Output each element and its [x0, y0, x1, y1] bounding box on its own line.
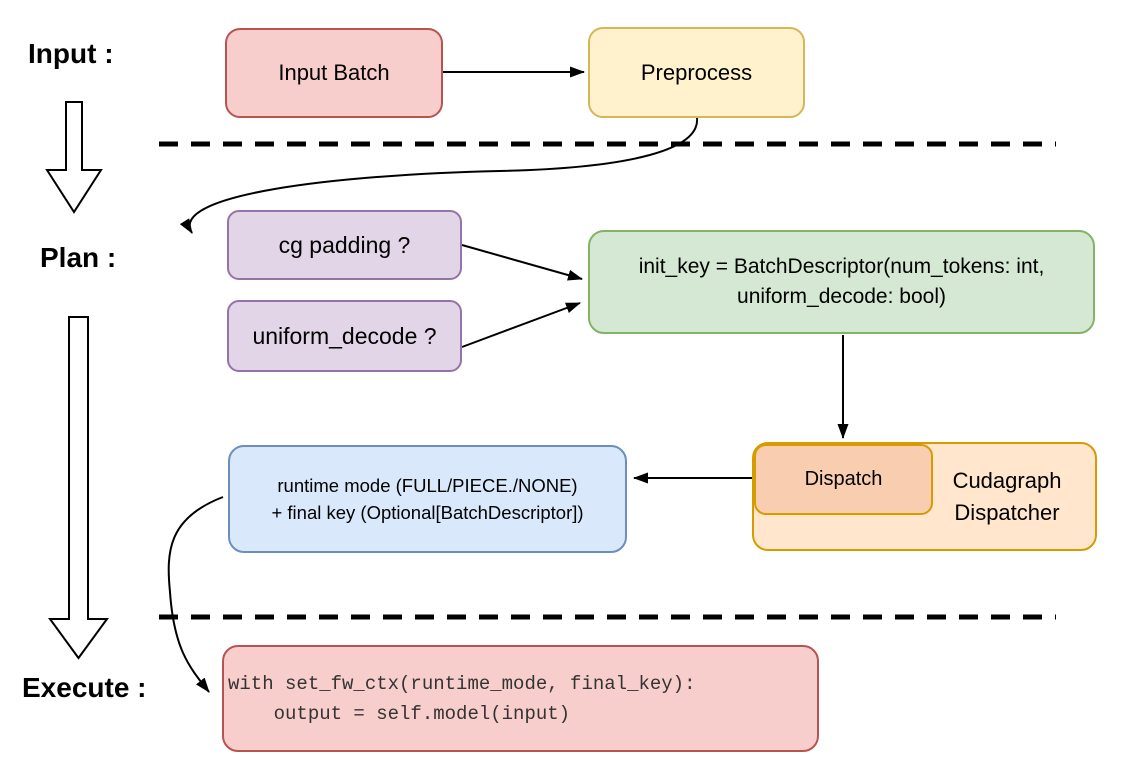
node-runtime-mode: runtime mode (FULL/PIECE./NONE) + final …: [228, 445, 627, 553]
stage-label-plan: Plan :: [40, 242, 117, 273]
node-init-key-line1: init_key = BatchDescriptor(num_tokens: i…: [638, 255, 1045, 278]
stage-label-input: Input :: [28, 38, 114, 69]
node-init-key-line2: uniform_decode: bool): [737, 285, 946, 308]
node-runtime-mode-line1: runtime mode (FULL/PIECE./NONE): [277, 475, 578, 496]
node-dispatch: Dispatch: [754, 444, 933, 515]
cudagraph-label-line2: Dispatcher: [954, 499, 1060, 525]
arrow-uniform-decode-to-init-key: [461, 302, 581, 348]
node-dispatch-label: Dispatch: [804, 468, 883, 490]
arrow-runtime-mode-to-execute-code: [167, 496, 224, 693]
execute-code-line2: output = self.model(input): [228, 702, 571, 725]
stage-label-execute: Execute :: [22, 672, 147, 703]
node-init-key: init_key = BatchDescriptor(num_tokens: i…: [588, 230, 1095, 334]
node-cg-padding: cg padding ?: [227, 210, 462, 280]
stage-arrow-plan-to-execute-icon: [48, 316, 109, 660]
node-uniform-decode-label: uniform_decode ?: [252, 322, 437, 349]
node-execute-code: with set_fw_ctx(runtime_mode, final_key)…: [222, 645, 819, 752]
stage-arrow-input-to-plan-icon: [45, 101, 103, 214]
node-uniform-decode: uniform_decode ?: [227, 300, 462, 372]
arrow-cg-padding-to-init-key: [461, 244, 583, 281]
node-preprocess: Preprocess: [588, 27, 805, 118]
node-preprocess-label: Preprocess: [640, 59, 753, 85]
execute-code-line1: with set_fw_ctx(runtime_mode, final_key)…: [228, 672, 696, 695]
node-cudagraph-dispatcher-label: Cudagraph Dispatcher: [927, 465, 1087, 529]
node-runtime-mode-line2: + final key (Optional[BatchDescriptor]): [271, 502, 584, 523]
node-cg-padding-label: cg padding ?: [278, 231, 411, 258]
arrow-preprocess-to-cg-padding: [179, 117, 699, 234]
node-input-batch-label: Input Batch: [278, 60, 390, 86]
node-input-batch: Input Batch: [225, 28, 443, 118]
cudagraph-label-line1: Cudagraph: [952, 467, 1062, 493]
